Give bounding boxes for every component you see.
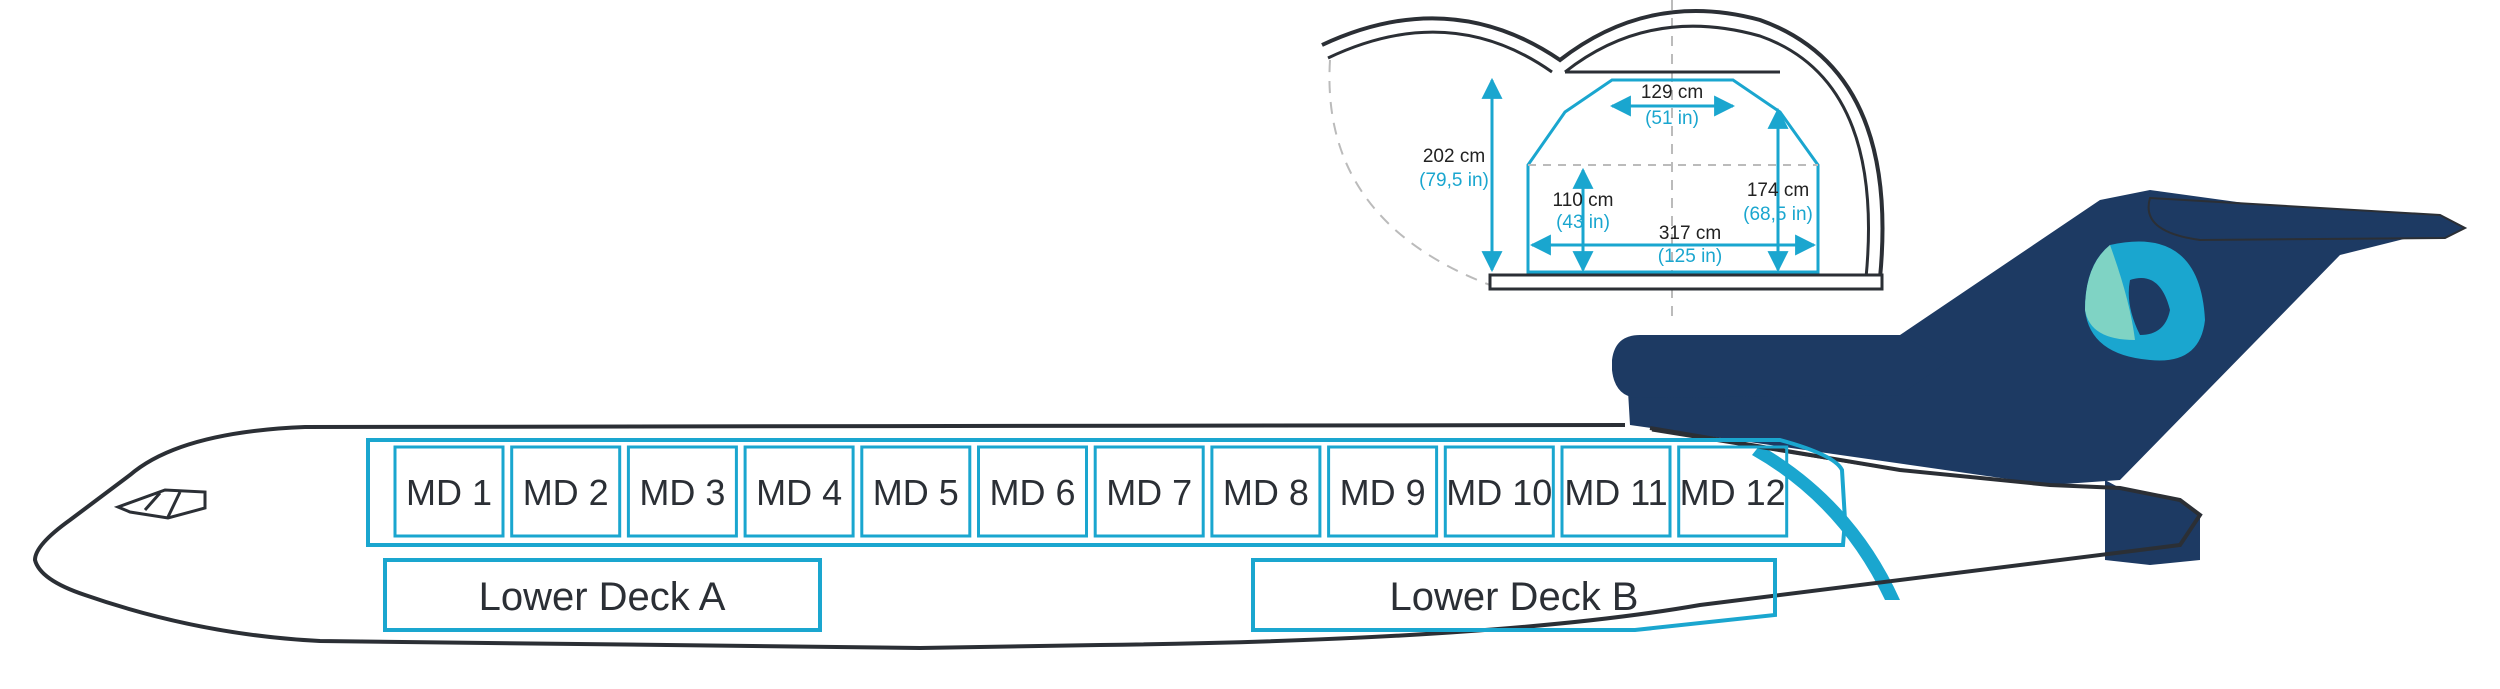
vertical-stabilizer — [1625, 190, 2440, 485]
main-deck-position-box[interactable] — [743, 445, 855, 538]
logo-light-segment — [2085, 245, 2135, 340]
main-deck-position[interactable]: MD 2 — [510, 445, 622, 538]
lower-deck-a[interactable]: Lower Deck A — [383, 558, 822, 632]
door-swing-arc — [1328, 59, 1491, 286]
door-height-imperial: (68,5 in) — [1743, 204, 1813, 225]
fuselage-belly-fill — [1651, 428, 2121, 490]
main-deck-position-box[interactable] — [1560, 445, 1672, 538]
main-deck-position-label: MD 10 — [1446, 472, 1552, 513]
main-deck-position-label: MD 9 — [1340, 472, 1426, 513]
main-deck-position-box[interactable] — [1677, 445, 1789, 538]
floor-width-metric: 317 cm — [1659, 223, 1721, 244]
lower-deck-a-label: Lower Deck A — [479, 575, 726, 619]
floor-width-imperial: (125 in) — [1658, 246, 1722, 267]
main-deck-position-label: MD 6 — [989, 472, 1075, 513]
window-divider — [143, 492, 162, 511]
side-height-imperial: (43 in) — [1556, 212, 1610, 233]
tail — [1612, 190, 2468, 600]
main-deck-position-label: MD 8 — [1223, 472, 1309, 513]
main-deck-position[interactable]: MD 12 — [1677, 445, 1789, 538]
lower-deck-a-box[interactable] — [383, 558, 822, 632]
cargo-door-outline — [1321, 9, 1885, 279]
cargo-door-inner — [1327, 24, 1870, 279]
logo-inner — [2128, 278, 2170, 335]
main-deck-position[interactable]: MD 4 — [743, 445, 855, 538]
main-deck-position-label: MD 1 — [406, 472, 492, 513]
main-deck-position[interactable]: MD 9 — [1327, 445, 1439, 538]
total-height-imperial: (79,5 in) — [1419, 170, 1489, 191]
top-width-metric: 129 cm — [1641, 82, 1703, 103]
side-height-metric: 110 cm — [1553, 190, 1614, 211]
main-deck-position[interactable]: MD 10 — [1443, 445, 1555, 538]
main-deck-position-box[interactable] — [626, 445, 738, 538]
main-deck-outline — [366, 438, 1848, 547]
main-deck-position-label: MD 3 — [639, 472, 725, 513]
main-deck-positions: MD 1 MD 2 MD 3 MD 4 MD 5 MD 6 MD 7 MD 8 MD 9 MD 1… — [393, 445, 1789, 538]
main-deck-position-box[interactable] — [977, 445, 1088, 538]
cross-section: 129 cm (51 in) 202 cm (79,5 in) 110 cm (… — [1321, 0, 1885, 318]
main-deck-position-box[interactable] — [1443, 445, 1555, 538]
main-deck-position-label: MD 2 — [523, 472, 609, 513]
main-deck-position-label: MD 4 — [756, 472, 842, 513]
top-width-imperial: (51 in) — [1645, 108, 1699, 129]
main-deck-position-label: MD 5 — [873, 472, 959, 513]
main-deck-position[interactable]: MD 7 — [1093, 445, 1205, 538]
main-deck-position[interactable]: MD 6 — [977, 445, 1088, 538]
lower-deck-b-box[interactable] — [1251, 558, 1777, 632]
main-deck-position[interactable]: MD 5 — [860, 445, 972, 538]
floor-beam — [1488, 273, 1884, 291]
main-deck-position-box[interactable] — [1210, 445, 1322, 538]
main-deck-position-box[interactable] — [510, 445, 622, 538]
door-height-metric: 174 cm — [1747, 180, 1809, 201]
container-contour — [1526, 78, 1820, 274]
main-deck-position-label: MD 11 — [1564, 472, 1667, 513]
engine-accent-stripe — [1752, 445, 1900, 600]
main-deck-position[interactable]: MD 3 — [626, 445, 738, 538]
main-deck-position-box[interactable] — [860, 445, 972, 538]
main-deck-position-label: MD 7 — [1106, 472, 1192, 513]
main-deck-position-box[interactable] — [1093, 445, 1205, 538]
fuselage-outline — [32, 423, 2203, 651]
total-height-metric: 202 cm — [1423, 146, 1485, 167]
center-engine — [1612, 335, 1950, 398]
main-deck-position[interactable]: MD 8 — [1210, 445, 1322, 538]
main-deck-position-box[interactable] — [393, 445, 505, 538]
lower-deck-b-label: Lower Deck B — [1390, 575, 1639, 619]
main-deck-position[interactable]: MD 1 — [393, 445, 505, 538]
horizontal-stabilizer — [2147, 196, 2468, 242]
cockpit-windows — [113, 488, 207, 520]
window-divider — [166, 491, 182, 518]
lower-deck-b[interactable]: Lower Deck B — [1251, 558, 1777, 632]
main-deck-position-label: MD 12 — [1680, 472, 1786, 513]
cockpit-window — [113, 488, 207, 520]
main-deck-position-box[interactable] — [1327, 445, 1439, 538]
main-deck-position[interactable]: MD 11 — [1560, 445, 1672, 538]
